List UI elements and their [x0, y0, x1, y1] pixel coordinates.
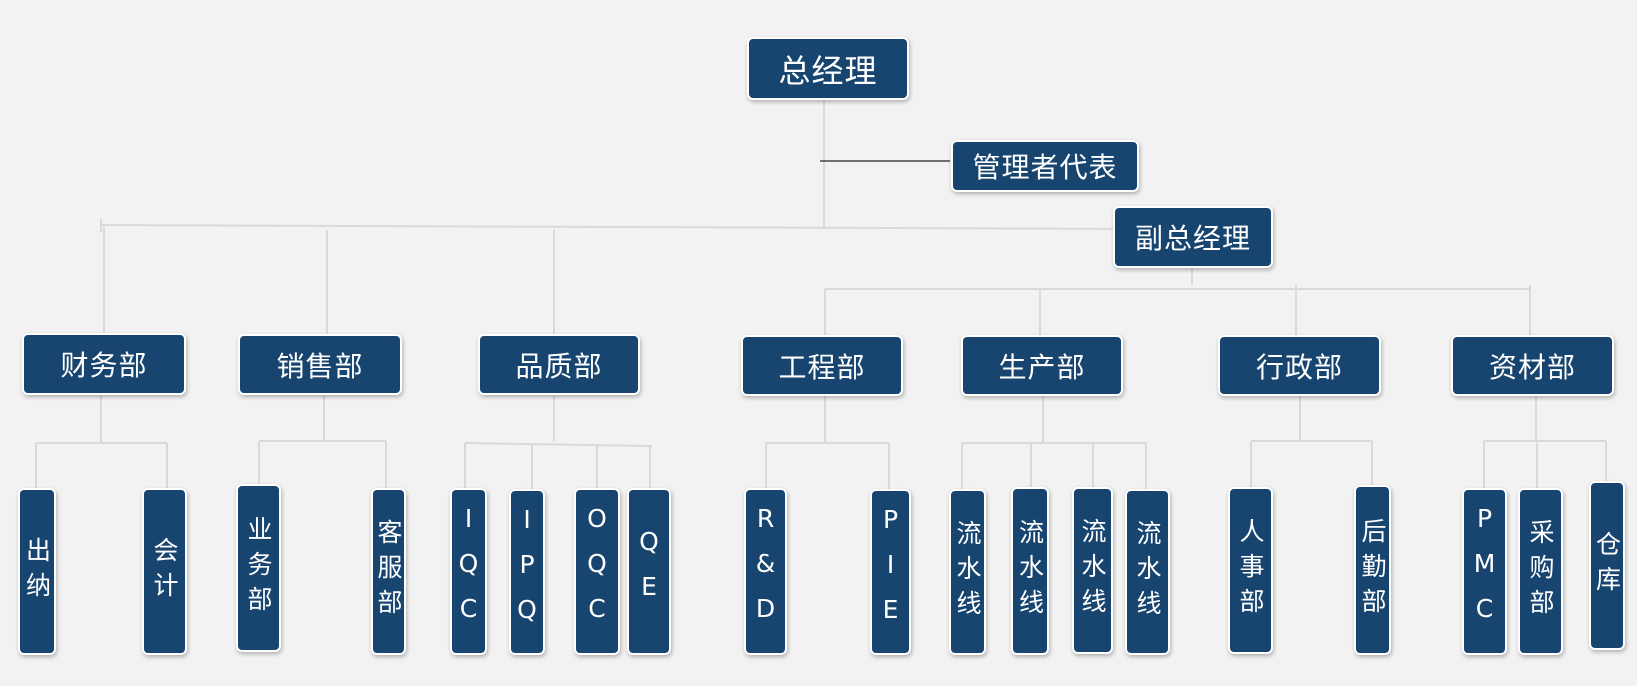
node-ipq: IPQ — [509, 489, 545, 655]
node-cashier: 出纳 — [18, 488, 56, 655]
node-accounting: 会计 — [142, 488, 187, 655]
node-materials-dept: 资材部 — [1451, 335, 1614, 396]
node-warehouse: 仓库 — [1589, 481, 1625, 650]
node-rnd: R&D — [744, 488, 787, 655]
node-engineering-dept: 工程部 — [741, 335, 903, 396]
node-assembly-line-2: 流水线 — [1011, 487, 1049, 655]
node-quality-dept: 品质部 — [478, 334, 640, 395]
node-finance-dept: 财务部 — [22, 333, 186, 395]
node-iqc: IQC — [450, 488, 487, 655]
node-general-manager: 总经理 — [747, 37, 909, 100]
node-pmc: PMC — [1462, 488, 1507, 655]
node-assembly-line-1: 流水线 — [949, 489, 986, 655]
node-assembly-line-4: 流水线 — [1125, 489, 1170, 655]
node-service-dept: 客服部 — [371, 488, 406, 655]
node-purchasing-dept: 采购部 — [1518, 488, 1563, 655]
node-qe: QE — [627, 488, 671, 655]
node-production-dept: 生产部 — [961, 335, 1123, 396]
node-oqc: OQC — [574, 488, 620, 655]
node-assembly-line-3: 流水线 — [1072, 487, 1113, 654]
node-management-representative: 管理者代表 — [951, 140, 1139, 192]
node-sales-dept: 销售部 — [238, 334, 402, 395]
node-pie: PIE — [870, 489, 911, 655]
main-horizontal-line — [100, 224, 1141, 230]
quality-sub-bar — [464, 442, 653, 447]
node-hr-dept: 人事部 — [1228, 487, 1273, 654]
node-vice-general-manager: 副总经理 — [1113, 206, 1273, 268]
node-admin-dept: 行政部 — [1218, 335, 1381, 396]
node-business-dept: 业务部 — [236, 484, 281, 652]
node-logistics-dept: 后勤部 — [1354, 485, 1391, 655]
